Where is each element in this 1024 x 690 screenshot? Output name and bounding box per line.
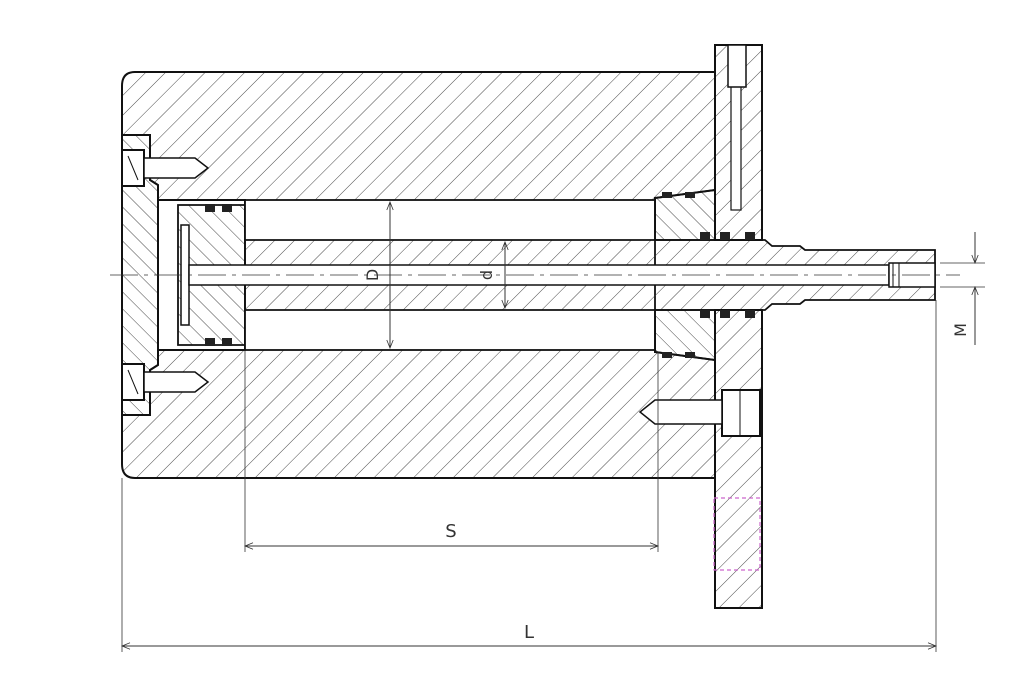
dim-bore-label: D (363, 269, 382, 281)
flange-bolt-head (721, 389, 761, 437)
flange-bolt-shank (638, 399, 723, 425)
dim-thread-label: M (951, 323, 970, 337)
dim-length-label: L (524, 622, 534, 643)
flange-plate (714, 44, 763, 609)
oil-port-fitting (727, 44, 747, 88)
dim-rod-label: d (477, 270, 496, 280)
seals (205, 192, 755, 358)
dim-stroke-label: S (445, 521, 456, 542)
rear-end-cap (121, 134, 159, 416)
hidden-port (713, 497, 761, 571)
rear-bolt-lower (121, 363, 210, 401)
oil-port-channel (730, 69, 742, 211)
piston-face-plate (180, 224, 190, 326)
rear-bolt-upper (121, 149, 210, 187)
